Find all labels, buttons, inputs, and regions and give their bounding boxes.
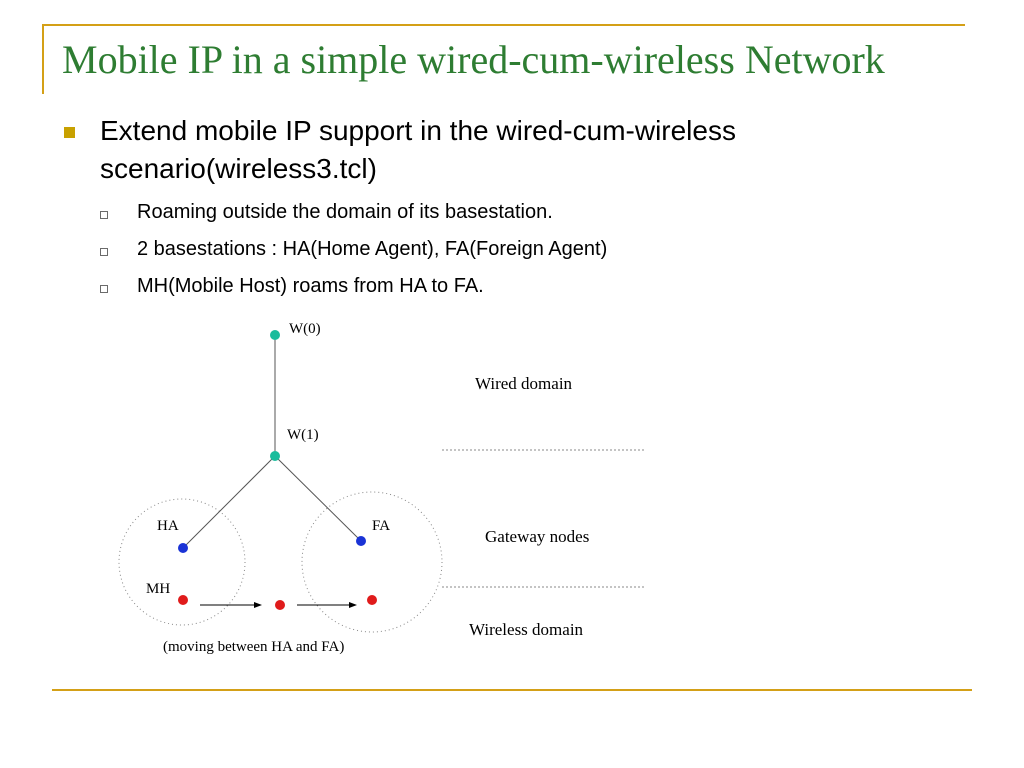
mh-node-middle bbox=[275, 600, 285, 610]
ha-coverage-circle bbox=[118, 498, 246, 626]
mh-node-end bbox=[367, 595, 377, 605]
movement-caption: (moving between HA and FA) bbox=[163, 639, 344, 655]
hollow-square-bullet-icon bbox=[100, 211, 108, 219]
sub-bullet-text: Roaming outside the domain of its basest… bbox=[137, 201, 553, 223]
fa-node bbox=[356, 536, 366, 546]
sub-bullet-list: Roaming outside the domain of its basest… bbox=[96, 198, 896, 309]
ha-node bbox=[178, 543, 188, 553]
link-w1-ha bbox=[182, 455, 276, 549]
sub-bullet-text: MH(Mobile Host) roams from HA to FA. bbox=[137, 275, 484, 297]
w1-node bbox=[270, 451, 280, 461]
main-bullet: Extend mobile IP support in the wired-cu… bbox=[62, 112, 942, 188]
arrowhead-icon bbox=[349, 602, 357, 608]
mh-node-start bbox=[178, 595, 188, 605]
frame-left-line bbox=[42, 24, 44, 94]
slide-title: Mobile IP in a simple wired-cum-wireless… bbox=[62, 37, 885, 82]
sub-bullet-item: 2 basestations : HA(Home Agent), FA(Fore… bbox=[96, 235, 896, 272]
wireless-domain-label: Wireless domain bbox=[469, 620, 584, 639]
main-bullet-text: Extend mobile IP support in the wired-cu… bbox=[100, 115, 736, 184]
sub-bullet-text: 2 basestations : HA(Home Agent), FA(Fore… bbox=[137, 238, 608, 260]
ha-label: HA bbox=[157, 518, 179, 534]
arrowhead-icon bbox=[254, 602, 262, 608]
w0-node bbox=[270, 330, 280, 340]
wired-domain-label: Wired domain bbox=[475, 374, 573, 393]
frame-top-line bbox=[42, 24, 965, 26]
mh-label: MH bbox=[146, 581, 170, 597]
gateway-nodes-label: Gateway nodes bbox=[485, 527, 589, 546]
hollow-square-bullet-icon bbox=[100, 248, 108, 256]
frame-bottom-line bbox=[52, 689, 972, 691]
w1-label: W(1) bbox=[287, 427, 319, 443]
fa-label: FA bbox=[372, 518, 390, 534]
square-bullet-icon bbox=[64, 127, 75, 138]
fa-coverage-circle bbox=[301, 491, 443, 633]
w0-label: W(0) bbox=[289, 321, 321, 337]
hollow-square-bullet-icon bbox=[100, 285, 108, 293]
sub-bullet-item: MH(Mobile Host) roams from HA to FA. bbox=[96, 272, 896, 309]
link-w1-fa bbox=[274, 455, 362, 542]
sub-bullet-item: Roaming outside the domain of its basest… bbox=[96, 198, 896, 235]
